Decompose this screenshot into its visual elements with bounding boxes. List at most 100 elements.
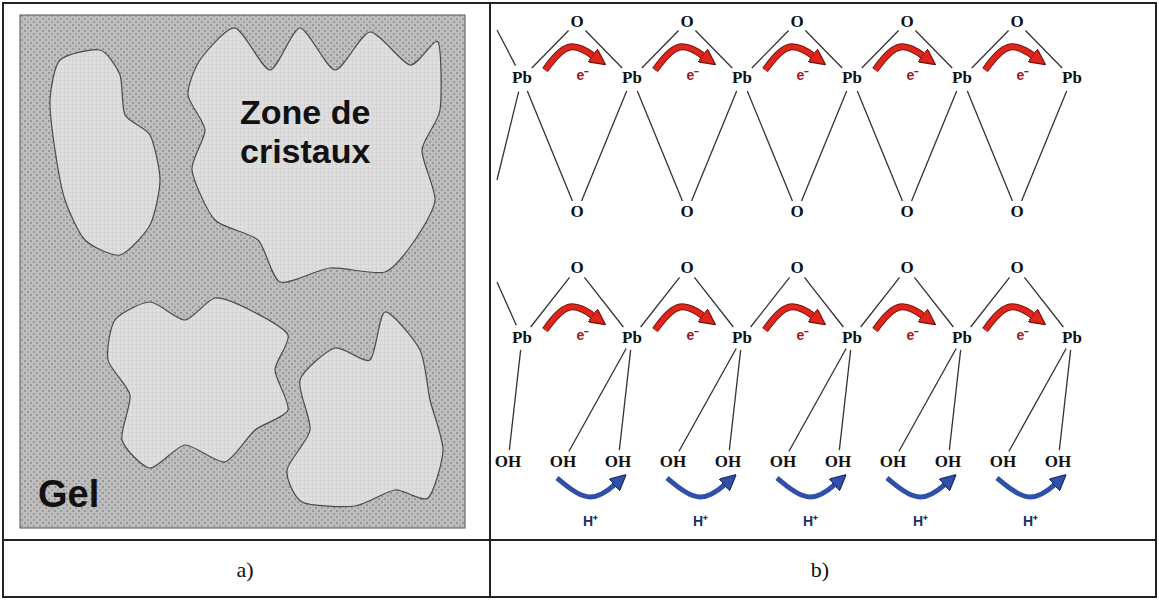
bond-line — [789, 348, 846, 451]
atom-label: OH — [880, 452, 906, 472]
electron-arrow — [545, 307, 599, 330]
atom-label: OH — [1045, 452, 1071, 472]
proton-label: H⁺ — [913, 511, 928, 530]
proton-label: H⁺ — [693, 511, 708, 530]
crystal-zones — [50, 28, 443, 507]
electron-arrow-edge — [765, 307, 819, 330]
atom-label: O — [680, 12, 693, 32]
bond-line — [695, 31, 732, 68]
bond-line — [497, 30, 516, 66]
electron-arrow-edge — [875, 47, 929, 70]
proton-label: H⁺ — [803, 511, 818, 530]
electron-arrow — [655, 47, 709, 70]
electron-label: e⁻ — [1017, 65, 1030, 84]
electron-arrow-edge — [655, 307, 709, 330]
atom-label: OH — [550, 452, 576, 472]
atom-label: O — [1010, 258, 1023, 278]
atom-label: Pb — [732, 328, 752, 348]
panel-divider — [489, 3, 491, 597]
electron-arrow — [765, 307, 819, 330]
bond-line — [857, 91, 902, 201]
proton-arrow — [557, 478, 620, 497]
electron-arrow — [655, 307, 709, 330]
bond-line — [802, 91, 847, 201]
electron-label: e⁻ — [577, 325, 590, 344]
outer-frame — [3, 3, 1156, 597]
crystal-zone — [287, 312, 443, 507]
atom-label: OH — [935, 452, 961, 472]
atom-label: OH — [605, 452, 631, 472]
atom-label: Pb — [512, 328, 532, 348]
crystal-zone-region: Zone de cristaux — [230, 85, 430, 179]
region-label: Zone de cristaux — [240, 93, 420, 171]
bond-line — [692, 91, 737, 201]
electron-arrow — [875, 47, 929, 70]
electron-label: e⁻ — [687, 325, 700, 344]
atom-label: OH — [825, 452, 851, 472]
crystal-zone — [50, 50, 160, 256]
atom-label: O — [1010, 12, 1023, 32]
electron-arrow — [985, 47, 1039, 70]
electron-arrow-edge — [985, 47, 1039, 70]
bond-line — [584, 277, 623, 327]
bond-line — [1009, 348, 1066, 451]
lead-oxide-chains — [497, 30, 1071, 497]
atom-label: O — [790, 12, 803, 32]
atom-label: O — [570, 12, 583, 32]
atom-label: O — [680, 202, 693, 222]
bond-line — [509, 350, 520, 450]
atom-label: O — [900, 202, 913, 222]
electron-label: e⁻ — [1017, 325, 1030, 344]
atom-label: O — [570, 202, 583, 222]
gel-ground — [20, 15, 465, 528]
bond-line — [729, 350, 740, 450]
electron-arrow-edge — [985, 307, 1039, 330]
electron-arrow — [875, 307, 929, 330]
bond-line — [1024, 277, 1063, 327]
bond-line — [582, 91, 627, 201]
electron-arrow-edge — [655, 47, 709, 70]
atom-label: Pb — [842, 328, 862, 348]
atom-label: OH — [715, 452, 741, 472]
bond-line — [637, 91, 682, 201]
bond-line — [527, 91, 572, 201]
bond-line — [585, 31, 622, 68]
bond-line — [694, 277, 733, 327]
atom-label: OH — [495, 452, 521, 472]
bond-line — [899, 348, 956, 451]
bond-line — [1059, 350, 1070, 450]
atom-label: Pb — [952, 328, 972, 348]
proton-arrow — [667, 478, 730, 497]
proton-arrow — [887, 478, 950, 497]
bond-line — [949, 350, 960, 450]
panel-caption: a) — [236, 557, 253, 583]
electron-arrow — [985, 307, 1039, 330]
atom-label: O — [570, 258, 583, 278]
bond-line — [619, 350, 630, 450]
atom-label: OH — [770, 452, 796, 472]
bond-line — [805, 31, 842, 68]
atom-label: O — [790, 202, 803, 222]
atom-label: Pb — [1062, 68, 1082, 88]
electron-label: e⁻ — [797, 65, 810, 84]
bond-line — [1025, 31, 1062, 68]
bond-line — [839, 350, 850, 450]
atom-label: Pb — [622, 328, 642, 348]
bond-line — [497, 92, 519, 180]
panel-caption: b) — [811, 557, 829, 583]
atom-label: O — [790, 258, 803, 278]
proton-label: H⁺ — [1023, 511, 1038, 530]
caption-divider — [3, 539, 1156, 541]
crystal-zone — [108, 298, 289, 468]
electron-arrow-edge — [545, 47, 599, 70]
atom-label: Pb — [622, 68, 642, 88]
proton-arrow — [777, 478, 840, 497]
atom-label: OH — [990, 452, 1016, 472]
proton-label: H⁺ — [583, 511, 598, 530]
bond-line — [747, 91, 792, 201]
bond-line — [1022, 91, 1067, 201]
atom-label: Pb — [512, 68, 532, 88]
crystal-zone — [188, 28, 441, 282]
atom-label: Pb — [732, 68, 752, 88]
